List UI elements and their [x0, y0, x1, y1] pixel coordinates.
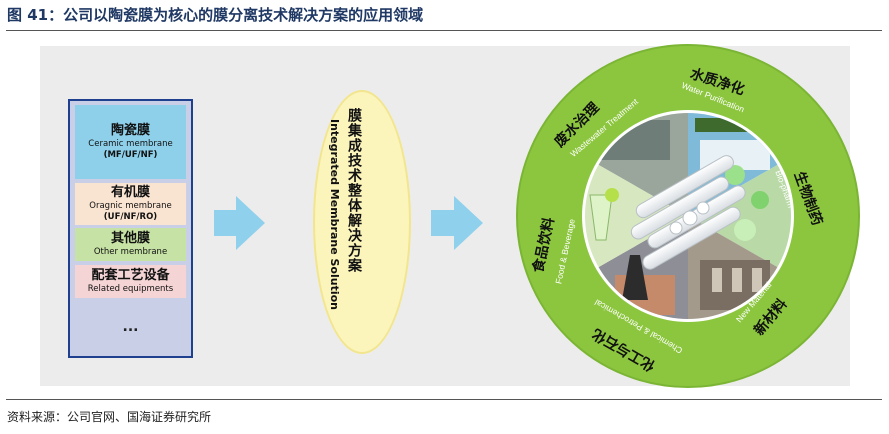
solution-oval [313, 90, 411, 354]
membrane-other: 其他膜 Other membrane [75, 228, 186, 261]
source-note: 资料来源：公司官网、国海证券研究所 [7, 410, 212, 424]
membrane-ceramic: 陶瓷膜 Ceramic membrane (MF/UF/NF) [75, 105, 186, 179]
source-divider [6, 399, 882, 400]
membrane-organic: 有机膜 Oragnic membrane (UF/NF/RO) [75, 183, 186, 225]
ceramic-tubes-icon [630, 155, 746, 270]
arrow-right-icon [431, 196, 483, 250]
photo-food [585, 160, 688, 272]
membrane-stack: 陶瓷膜 Ceramic membrane (MF/UF/NF) 有机膜 Orag… [68, 99, 193, 358]
membrane-more: ... [75, 301, 186, 352]
title-divider [6, 30, 882, 31]
solution-label-zh: 膜集成技术整体解决方案 [346, 108, 362, 273]
arrow-right-icon [214, 196, 265, 250]
figure-title: 图 41：公司以陶瓷膜为核心的膜分离技术解决方案的应用领域 [7, 6, 424, 24]
photo-bio-pharm [688, 160, 791, 272]
membrane-equipment: 配套工艺设备 Related equipments [75, 265, 186, 298]
solution-label-en: Integrated Membrane Solution [328, 119, 341, 310]
